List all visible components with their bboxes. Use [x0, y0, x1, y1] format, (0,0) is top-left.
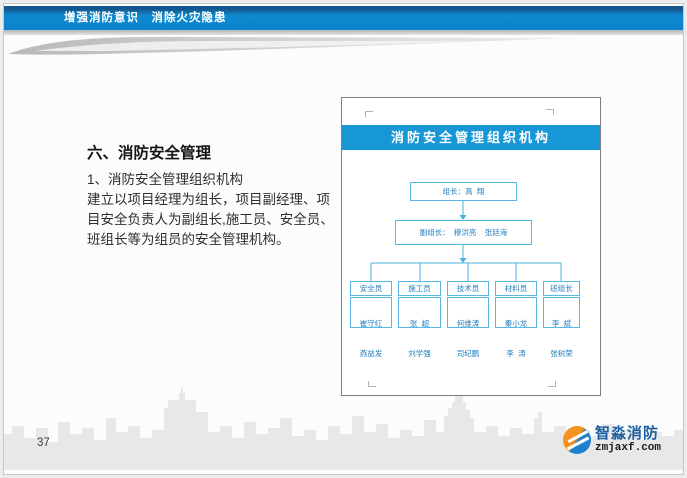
- city-skyline: [4, 388, 683, 470]
- brand-name: 智淼消防: [594, 425, 659, 442]
- org-column-technician: 技术员 何维涛 司纪鹏: [447, 281, 489, 358]
- crop-mark-top-right: [546, 109, 554, 115]
- org-members-box: 张 超 刘学强: [398, 297, 441, 358]
- org-role-label: 材料员: [495, 281, 537, 296]
- org-members-box: 崔守红 燕益发: [350, 297, 392, 358]
- org-member-name: 张 超: [409, 319, 430, 328]
- org-member-name: 李 涛: [506, 349, 526, 358]
- brand-logo-icon: [562, 426, 591, 454]
- org-role-label: 技术员: [447, 281, 489, 296]
- page-number: 37: [37, 437, 50, 449]
- org-chart-panel: 消防安全管理组织机构 组长：高 翔 副组长： 穆: [341, 97, 601, 396]
- org-chart-title: 消防安全管理组织机构: [342, 125, 600, 150]
- crop-mark-top-left: [365, 111, 373, 117]
- header-divider: [4, 30, 683, 35]
- section-title: 六、消防安全管理: [87, 145, 212, 162]
- body-text-block: 六、消防安全管理 1、消防安全管理组织机构 建立以项目经理为组长，项目副经理、项…: [87, 141, 335, 250]
- org-members-box: 何维涛 司纪鹏: [447, 297, 489, 358]
- section-subtitle: 1、消防安全管理组织机构: [87, 172, 244, 187]
- org-role-label: 施工员: [398, 281, 441, 296]
- org-member-name: 刘学强: [408, 349, 431, 358]
- section-body: 建立以项目经理为组长，项目副经理、项目安全负责人为副组长,施工员、安全员、班组长…: [87, 192, 334, 247]
- org-member-name: 崔守红: [359, 319, 383, 328]
- org-member-name: 司纪鹏: [456, 349, 480, 358]
- org-members-box: 李 斌 张树荣: [543, 297, 580, 358]
- org-column-foreman: 班组长 李 斌 张树荣: [543, 281, 580, 358]
- brand-website: zmjaxf.com: [594, 442, 661, 454]
- org-box-deputy: 副组长： 穆洪亮 张廷海: [395, 220, 532, 245]
- org-box-leader: 组长：高 翔: [410, 182, 517, 201]
- slide: 增强消防意识 消除火灾隐患 六、消防安全管理 1、消防安全管理组织机构 建立以项…: [3, 3, 684, 475]
- crop-mark-bottom-left: [368, 381, 376, 387]
- org-member-name: 何维涛: [456, 319, 480, 328]
- org-members-box: 秦小龙 李 涛: [495, 297, 537, 358]
- org-member-name: 李 斌: [551, 319, 572, 328]
- crop-mark-bottom-right: [548, 381, 556, 387]
- header-slogan: 增强消防意识 消除火灾隐患: [64, 12, 227, 24]
- org-role-label: 班组长: [543, 281, 580, 296]
- header-bar: 增强消防意识 消除火灾隐患: [4, 6, 683, 30]
- swoosh-decoration: [8, 37, 571, 55]
- brand-logo: 智淼消防 zmjaxf.com: [562, 425, 661, 454]
- org-column-construction: 施工员 张 超 刘学强: [398, 281, 441, 358]
- org-column-materials: 材料员 秦小龙 李 涛: [495, 281, 537, 358]
- org-column-safety: 安全员 崔守红 燕益发: [350, 281, 392, 358]
- org-role-label: 安全员: [350, 281, 392, 296]
- org-member-name: 张树荣: [550, 349, 573, 358]
- org-member-name: 秦小龙: [504, 319, 528, 328]
- org-member-name: 燕益发: [359, 349, 383, 358]
